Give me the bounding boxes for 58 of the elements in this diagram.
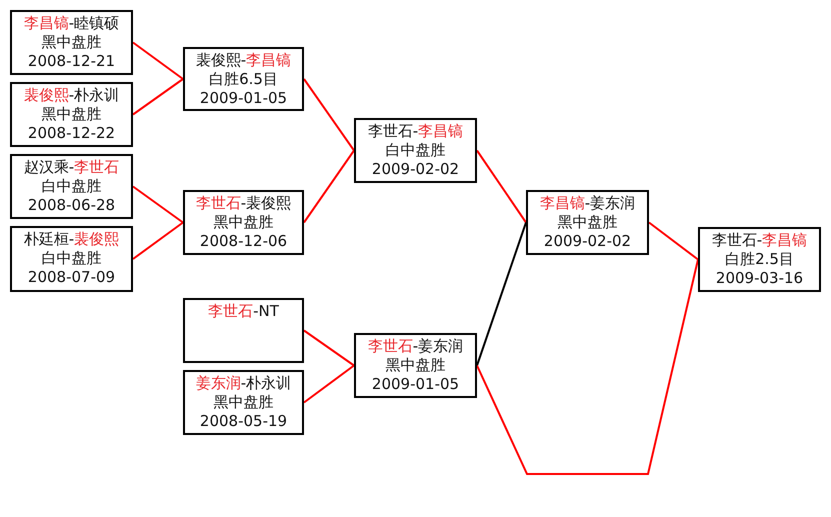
bracket-line [132, 186, 184, 224]
match-box [183, 370, 304, 435]
match-box [698, 227, 821, 292]
match-date: 2008-12-22 [28, 124, 116, 143]
match-players: 李世石-裴俊熙 [196, 194, 292, 213]
match-result: 白胜6.5目 [209, 70, 278, 89]
bracket-line [476, 150, 527, 224]
match-result: 黑中盘胜 [42, 33, 102, 52]
match-result: 黑中盘胜 [42, 105, 102, 124]
match-box [183, 47, 304, 111]
match-date: 2009-02-02 [372, 160, 460, 179]
match-players: 姜东润-朴永训 [196, 374, 292, 393]
match-date: 2008-07-09 [28, 268, 116, 287]
match-box [354, 333, 477, 398]
match-date: 2009-02-02 [544, 232, 632, 251]
match-players: 李世石-李昌镐 [712, 231, 808, 250]
bracket-line [132, 222, 184, 260]
match-players: 李世石-李昌镐 [368, 122, 464, 141]
match-date: 2008-12-06 [200, 232, 288, 251]
match-box [10, 82, 133, 147]
match-result: 黑中盘胜 [558, 213, 618, 232]
bracket-line [303, 364, 355, 404]
match-date: 2009-01-05 [372, 375, 460, 394]
match-players: 李昌镐-睦镇硕 [24, 14, 120, 33]
match-players: 李世石-NT [208, 302, 279, 321]
match-players: 李世石-姜东润 [368, 337, 464, 356]
match-date: 2008-05-19 [200, 412, 288, 431]
match-players: 赵汉乘-李世石 [24, 158, 120, 177]
match-date: 2009-01-05 [200, 89, 288, 108]
match-box [10, 154, 133, 219]
match-players: 裴俊熙-朴永训 [24, 86, 120, 105]
match-result: 黑中盘胜 [214, 393, 274, 412]
match-box [354, 118, 477, 183]
match-box [183, 190, 304, 255]
match-result: 白中盘胜 [42, 249, 102, 268]
match-result: 黑中盘胜 [386, 356, 446, 375]
bracket-line [476, 259, 699, 475]
bracket-line [476, 222, 527, 366]
bracket-line [648, 222, 699, 260]
bracket-line [303, 78, 355, 152]
match-players: 裴俊熙-李昌镐 [196, 51, 292, 70]
match-result: 白中盘胜 [42, 177, 102, 196]
match-date: 2008-12-21 [28, 52, 116, 71]
match-result: 白胜2.5目 [725, 250, 794, 269]
match-date: 2008-06-28 [28, 196, 116, 215]
match-players: 李昌镐-姜东润 [540, 194, 636, 213]
match-box [10, 10, 133, 75]
match-result: 黑中盘胜 [214, 213, 274, 232]
match-box [526, 190, 649, 255]
match-box [10, 226, 133, 292]
match-result: 白中盘胜 [386, 141, 446, 160]
match-players: 朴廷桓-裴俊熙 [24, 230, 120, 249]
bracket-line [303, 330, 355, 366]
bracket-line [132, 42, 184, 80]
bracket-line [132, 78, 184, 116]
bracket-line [303, 150, 355, 224]
match-date: 2009-03-16 [716, 269, 804, 288]
match-box [183, 298, 304, 363]
